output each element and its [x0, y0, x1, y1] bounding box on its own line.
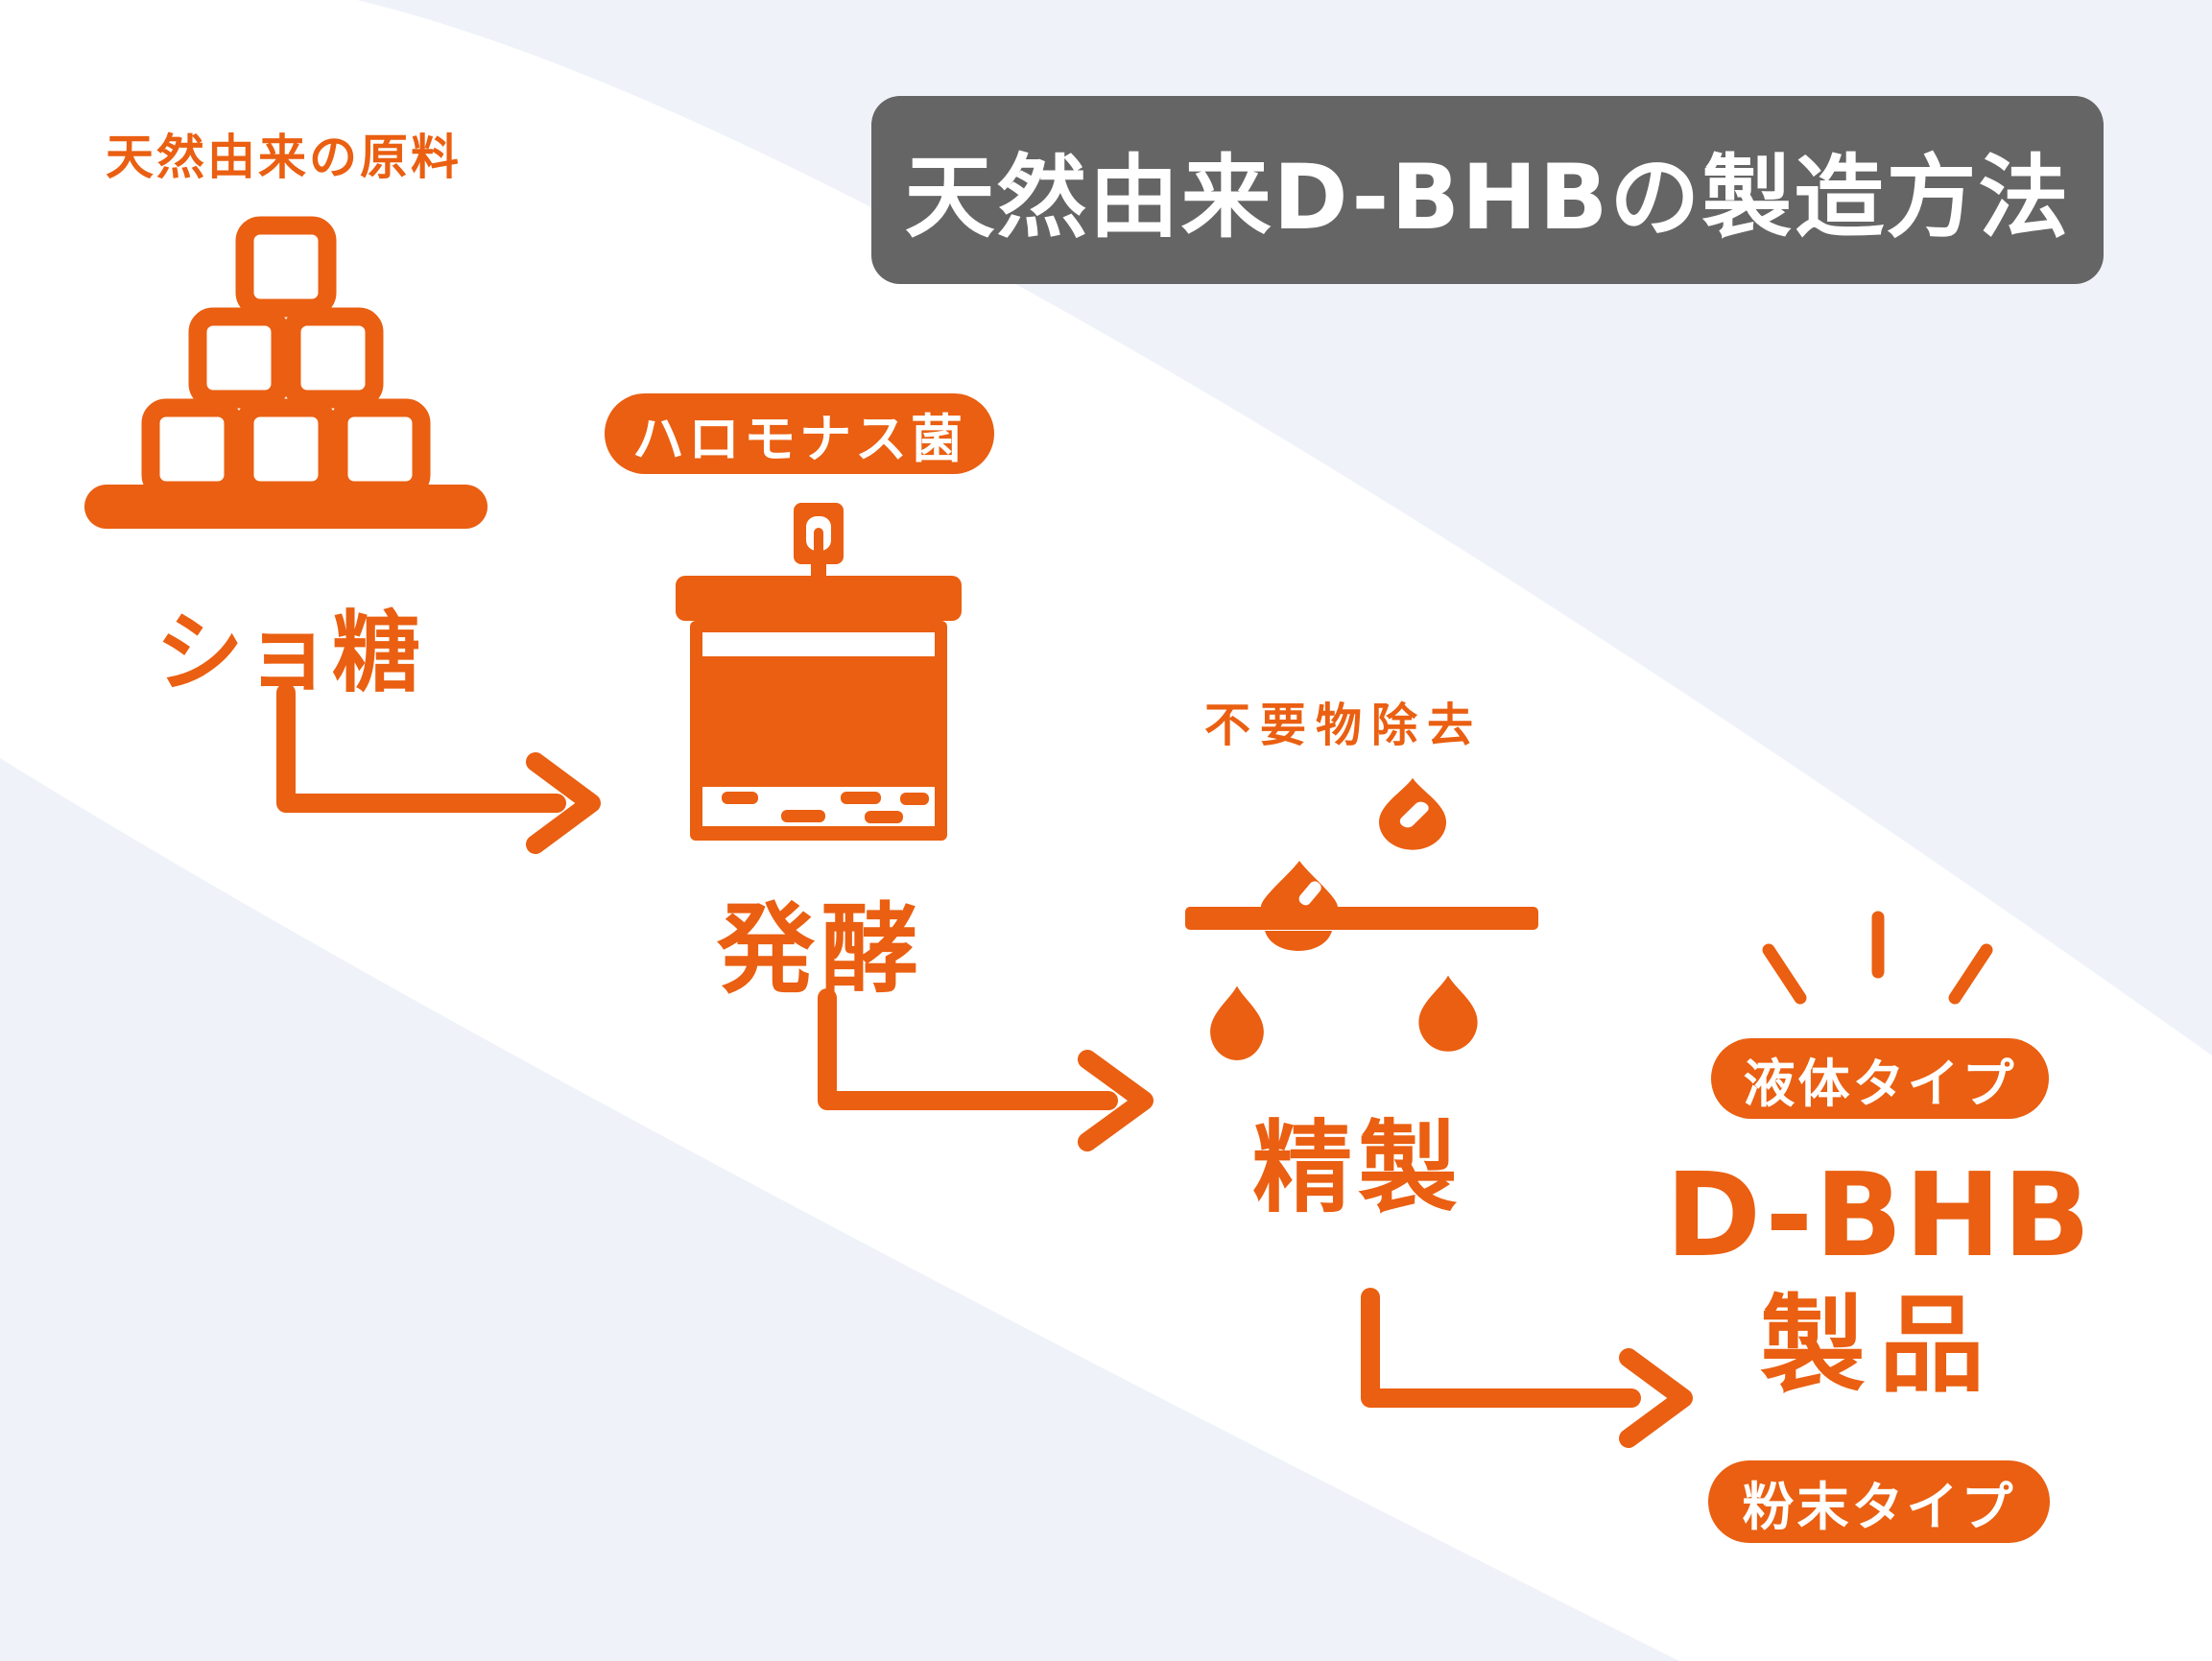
arrow-3-icon — [1361, 1288, 1693, 1448]
plate — [84, 485, 488, 529]
halomonas-badge: ハロモナス菌 — [605, 393, 994, 474]
purification-label: 精製 — [1251, 1109, 1463, 1226]
sugar-cubes-icon — [84, 216, 488, 529]
liquid-type-badge: 液体タイプ — [1711, 1038, 2049, 1119]
arrow-2-icon — [818, 988, 1154, 1151]
halomonas-badge-label: ハロモナス菌 — [632, 408, 966, 469]
droplet-passing-filter — [1265, 931, 1332, 951]
powder-type-badge-label: 粉末タイプ — [1742, 1476, 2016, 1537]
sucrose-label: ショ糖 — [155, 602, 420, 704]
product-title: D-BHB — [1665, 1150, 2093, 1283]
sparkle-rays-icon — [1762, 911, 1993, 1005]
raw-material-annotation: 天然由来の原料 — [106, 130, 462, 185]
filter-bar — [1185, 907, 1538, 930]
powder-type-badge: 粉末タイプ — [1708, 1460, 2050, 1543]
impurity-removal-annotation: 不要物除去 — [1203, 699, 1483, 752]
product-subtitle: 製品 — [1760, 1284, 1998, 1407]
filter-droplets-icon — [1185, 777, 1538, 1060]
diagonal-band-bottom-left — [0, 758, 1679, 1661]
liquid-type-badge-label: 液体タイプ — [1743, 1053, 2017, 1114]
fermentation-tank-icon — [676, 503, 962, 841]
title-text: 天然由来D-BHBの製造方法 — [904, 146, 2071, 250]
fermentation-label: 発酵 — [717, 893, 924, 1008]
title-banner: 天然由来D-BHBの製造方法 — [871, 96, 2104, 284]
arrow-1-icon — [276, 683, 601, 854]
